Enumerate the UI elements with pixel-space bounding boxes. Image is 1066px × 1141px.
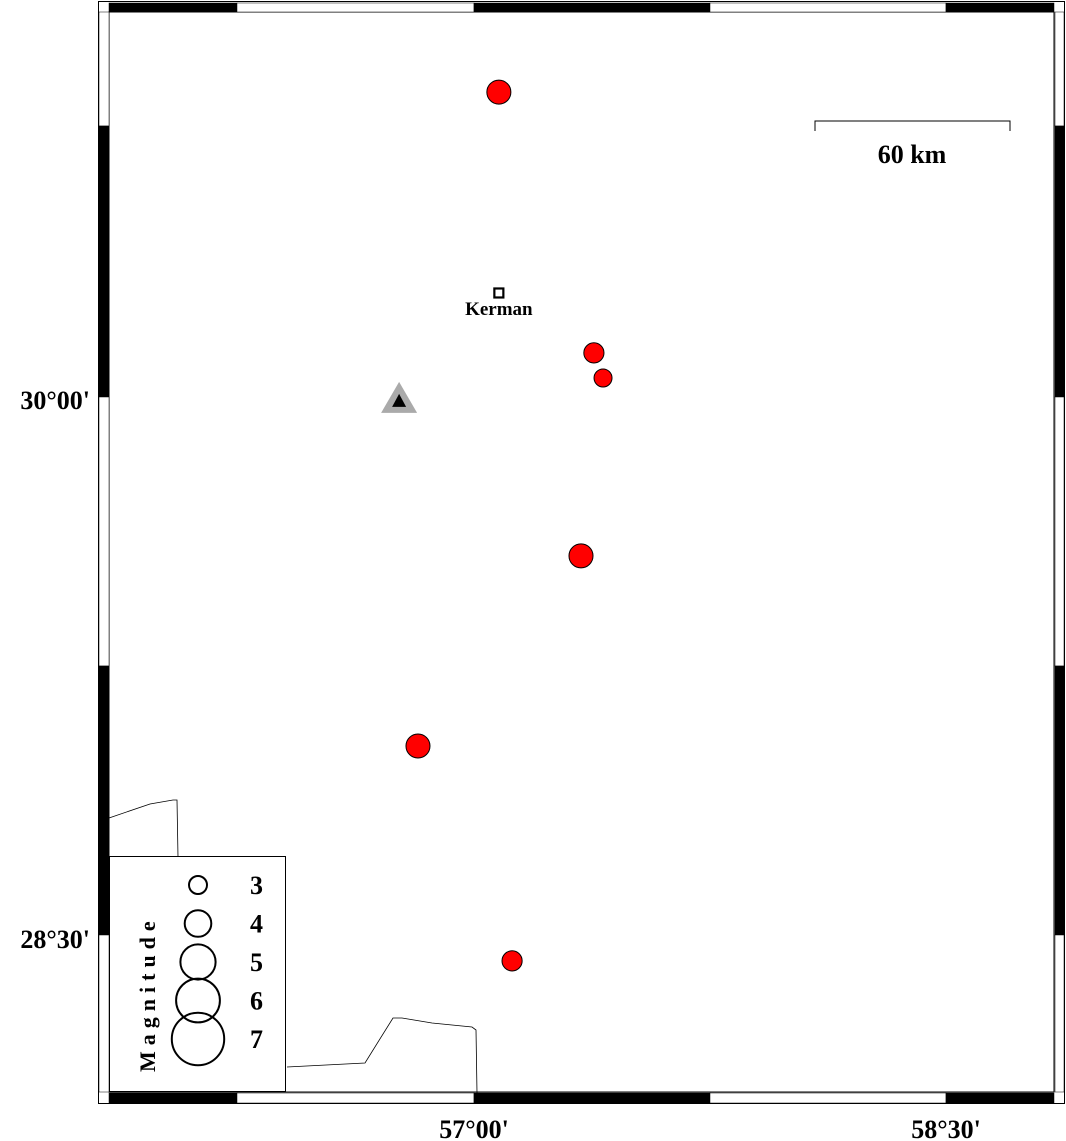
lat-label: 28°30' (20, 925, 90, 954)
legend-label: 7 (250, 1025, 263, 1054)
city-square-icon (493, 287, 505, 299)
frame-segment (98, 125, 110, 398)
frame-segment (98, 665, 110, 936)
legend-circle-icon (179, 943, 217, 981)
legend-label: 3 (250, 871, 263, 900)
frame-segment (236, 1092, 475, 1104)
frame-segment (98, 11, 110, 127)
frame-segment (709, 1092, 947, 1104)
frame-segment (473, 1092, 711, 1104)
legend-circle-icon (170, 1011, 226, 1067)
frame-segment (108, 2, 238, 13)
station-marker (381, 381, 418, 413)
legend-label: 6 (250, 987, 263, 1016)
scale-bar: 60 km (814, 120, 1011, 169)
earthquake-event (593, 368, 613, 388)
station-inner-triangle-icon (392, 393, 407, 407)
city-marker-kerman: Kerman (465, 287, 533, 320)
frame-segment (1054, 11, 1065, 127)
frame-segment (108, 1092, 238, 1104)
frame-segment (945, 2, 1055, 13)
frame-segment (1054, 125, 1065, 398)
magnitude-legend: Magnitude 3 4 5 6 7 (109, 856, 286, 1092)
earthquake-event (405, 733, 431, 759)
legend-title: Magnitude (135, 915, 160, 1072)
legend-circle-icon (183, 909, 213, 938)
earthquake-event (568, 543, 594, 569)
lon-label: 58°30' (911, 1115, 981, 1141)
earthquake-events (405, 79, 613, 972)
legend-circle-icon (175, 977, 221, 1024)
frame-segment (98, 396, 110, 667)
frame-segment (473, 2, 711, 13)
earthquake-event (486, 79, 512, 105)
frame-segment (709, 2, 947, 13)
lon-label: 57°00' (439, 1115, 509, 1141)
frame-segment (1054, 396, 1065, 667)
frame-segment (236, 2, 475, 13)
frame-segment (945, 1092, 1055, 1104)
legend-label: 4 (250, 910, 263, 939)
frame-segment (1054, 934, 1065, 1093)
lat-label: 30°00' (20, 386, 90, 415)
frame-segment (98, 934, 110, 1093)
legend-circle-icon (188, 875, 208, 895)
earthquake-event (501, 950, 523, 972)
frame-segment (1054, 665, 1065, 936)
border-line (286, 1017, 478, 1094)
city-label: Kerman (465, 299, 533, 320)
frame-checker-border (98, 2, 1065, 1104)
scale-bar-label: 60 km (878, 140, 947, 169)
legend-label: 5 (250, 948, 263, 977)
border-line (108, 799, 179, 858)
earthquake-event (583, 342, 605, 364)
